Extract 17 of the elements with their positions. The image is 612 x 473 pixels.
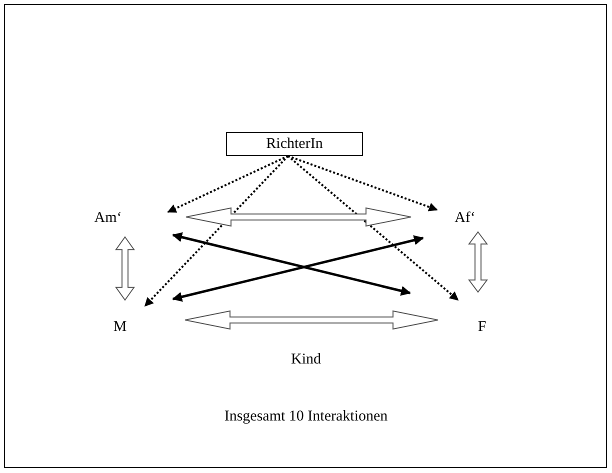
dotted-arrow bbox=[288, 155, 438, 212]
node-label: M bbox=[113, 318, 127, 336]
arrow bbox=[172, 232, 411, 296]
node-label: Am‘ bbox=[94, 210, 122, 226]
dotted-arrow bbox=[167, 155, 288, 213]
process-box: RichterIn bbox=[226, 132, 363, 156]
node-label: F bbox=[478, 318, 486, 336]
block-arrow bbox=[115, 236, 135, 301]
block-arrow bbox=[184, 310, 438, 330]
block-arrow bbox=[186, 207, 412, 227]
node-label: Af‘ bbox=[454, 210, 476, 226]
dotted-arrow bbox=[287, 155, 459, 301]
block-arrow bbox=[468, 231, 488, 293]
dotted-arrow bbox=[144, 155, 289, 307]
arrow bbox=[172, 235, 424, 302]
caption: Insgesamt 10 Interaktionen bbox=[224, 408, 388, 426]
text-label: Kind bbox=[291, 352, 321, 368]
